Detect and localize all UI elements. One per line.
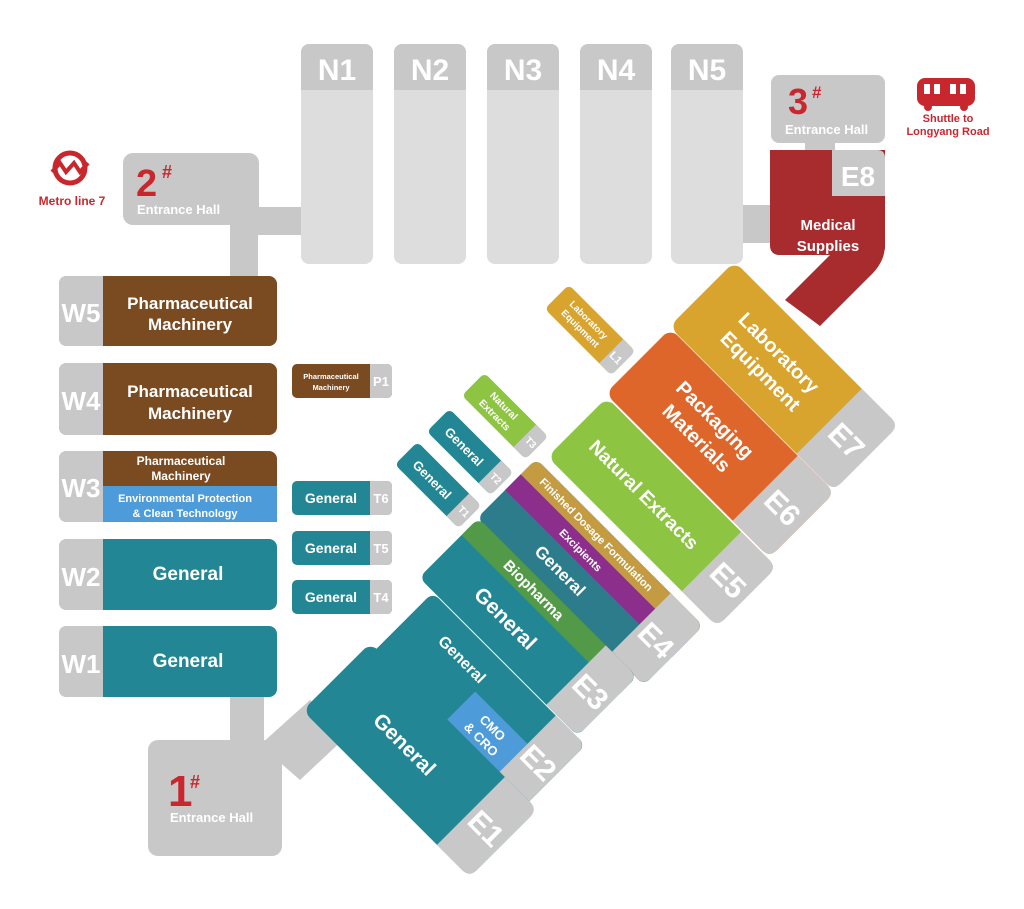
hall-t4[interactable]: T4 General — [292, 580, 392, 614]
entrance-hall-2[interactable]: 2 # Entrance Hall — [123, 153, 259, 225]
hall-w1-id: W1 — [62, 649, 101, 679]
hall-w3-top2: Machinery — [151, 469, 211, 483]
hall-e8-line2: Supplies — [797, 238, 860, 255]
hall-n3[interactable]: N3 — [487, 44, 559, 264]
hall-t4-id: T4 — [373, 590, 389, 605]
entrance-3-number: 3 — [788, 81, 808, 122]
hall-w2-id: W2 — [62, 562, 101, 592]
hall-t4-label: General — [305, 589, 357, 605]
hall-t5[interactable]: T5 General — [292, 531, 392, 565]
hall-w3-bot2: & Clean Technology — [133, 508, 239, 520]
metro-logo-icon — [50, 150, 90, 186]
hall-w4-line2: Machinery — [148, 404, 233, 423]
hall-w3-top1: Pharmaceutical — [137, 454, 226, 468]
bus-icon — [917, 78, 975, 111]
hall-w3[interactable]: W3 Pharmaceutical Machinery Environmenta… — [59, 451, 277, 522]
hall-e8-line1: Medical — [800, 217, 855, 234]
hall-p1-id: P1 — [373, 374, 389, 389]
shuttle-label-1: Shuttle to — [923, 113, 974, 125]
hall-w2-label: General — [153, 564, 224, 585]
hall-p1-line2: Machinery — [312, 383, 350, 392]
shuttle-label-2: Longyang Road — [906, 126, 989, 138]
hall-e6[interactable]: Packaging Materials E6 — [605, 328, 834, 557]
hall-t6-id: T6 — [373, 491, 388, 506]
hall-t6-label: General — [305, 490, 357, 506]
hall-n2-id: N2 — [411, 54, 449, 87]
north-halls: N1 N2 N3 N4 N5 — [301, 44, 743, 264]
hall-t6[interactable]: T6 General — [292, 481, 392, 515]
hall-n1-id: N1 — [318, 54, 356, 87]
hall-p1[interactable]: P1 Pharmaceutical Machinery — [292, 364, 392, 398]
hall-w5[interactable]: W5 Pharmaceutical Machinery — [59, 276, 277, 346]
hall-t3[interactable]: Natural Extracts T3 — [462, 373, 548, 459]
hall-n1[interactable]: N1 — [301, 44, 373, 264]
hall-w5-id: W5 — [62, 298, 101, 328]
hall-w5-line1: Pharmaceutical — [127, 294, 253, 313]
hall-e1[interactable]: General E1 — [303, 643, 538, 878]
hall-n5-id: N5 — [688, 54, 726, 87]
hall-w2[interactable]: W2 General — [59, 539, 277, 610]
hall-n2[interactable]: N2 — [394, 44, 466, 264]
hall-l1[interactable]: Laboratory Equipment L1 — [545, 285, 636, 376]
hall-n4[interactable]: N4 — [580, 44, 652, 264]
hall-w1[interactable]: W1 General — [59, 626, 277, 697]
entrance-2-mark: # — [162, 162, 172, 182]
metro-station[interactable]: Metro line 7 — [39, 150, 106, 208]
metro-label: Metro line 7 — [39, 194, 106, 208]
hall-w1-label: General — [153, 651, 224, 672]
hall-n4-id: N4 — [597, 54, 636, 87]
hall-n3-id: N3 — [504, 54, 542, 87]
entrance-2-label: Entrance Hall — [137, 202, 220, 217]
hall-w3-bot1: Environmental Protection — [118, 493, 252, 505]
hall-e8-id: E8 — [841, 161, 875, 192]
hall-t5-label: General — [305, 540, 357, 556]
hall-e8[interactable]: E8 Medical Supplies — [770, 150, 885, 326]
hall-w3-id: W3 — [62, 473, 101, 503]
entrance-1-label: Entrance Hall — [170, 810, 253, 825]
entrance-3-mark: # — [812, 83, 822, 102]
entrance-hall-1[interactable]: 1 # Entrance Hall — [148, 740, 282, 856]
hall-w4[interactable]: W4 Pharmaceutical Machinery — [59, 363, 277, 435]
hall-w4-id: W4 — [62, 386, 102, 416]
hall-w4-line1: Pharmaceutical — [127, 382, 253, 401]
entrance-1-mark: # — [190, 772, 200, 792]
entrance-hall-3[interactable]: 3 # Entrance Hall — [771, 75, 885, 143]
hall-e2[interactable]: General CMO & CRO E2 — [371, 593, 586, 808]
hall-n5[interactable]: N5 — [671, 44, 743, 264]
hall-t5-id: T5 — [373, 541, 388, 556]
hall-w5-line2: Machinery — [148, 315, 233, 334]
entrance-2-number: 2 — [136, 163, 157, 205]
entrance-1-number: 1 — [168, 767, 192, 816]
corridor-entrance2-down — [230, 220, 258, 280]
shuttle-stop[interactable]: Shuttle to Longyang Road — [906, 78, 990, 138]
hall-p1-line1: Pharmaceutical — [303, 372, 358, 381]
entrance-3-label: Entrance Hall — [785, 122, 868, 137]
